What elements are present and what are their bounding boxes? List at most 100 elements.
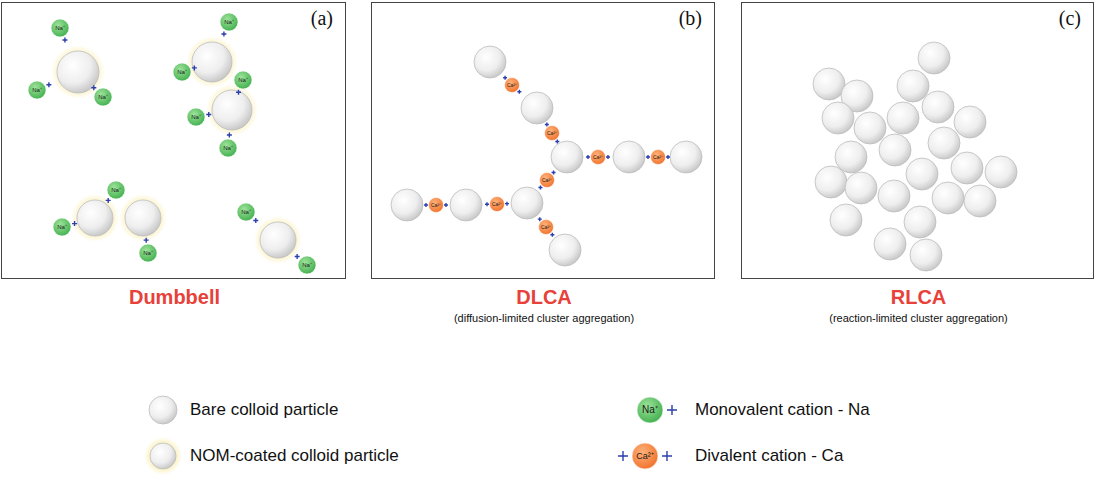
colloid-particle — [904, 206, 936, 238]
ion-symbol: Ca²⁺ — [541, 225, 551, 230]
ion-symbol: Na⁺ — [55, 25, 65, 31]
cation — [173, 63, 191, 81]
ion-symbol: Na⁺ — [143, 250, 153, 256]
legend-text: Bare colloid particle — [190, 400, 338, 420]
legend-text: Monovalent cation - Na — [695, 400, 870, 420]
charge-sign — [144, 238, 149, 243]
colloid-particle — [391, 189, 423, 221]
charge-sign — [503, 76, 507, 80]
panel-label: (b) — [679, 7, 702, 30]
colloid-particle — [830, 204, 862, 236]
legend-text: Divalent cation - Ca — [695, 446, 843, 466]
charge-sign — [550, 233, 554, 237]
cation — [28, 81, 46, 99]
cation — [505, 78, 520, 93]
charge-sign — [106, 198, 111, 203]
ion-symbol: Na⁺ — [57, 224, 67, 230]
charge-sign — [646, 155, 650, 159]
cation — [107, 181, 125, 199]
colloid-particle — [77, 200, 113, 236]
cation — [490, 197, 505, 212]
charge-sign — [62, 38, 67, 43]
colloid-particle — [815, 166, 847, 198]
charge-sign — [552, 170, 556, 174]
cation — [637, 397, 663, 423]
colloid-particle — [521, 92, 553, 124]
charge-sign — [424, 203, 428, 207]
charge-sign — [295, 254, 300, 259]
cation — [632, 443, 658, 469]
ion-symbol: Ca²⁺ — [547, 131, 557, 136]
panel-label: (a) — [311, 7, 333, 30]
panel-frame: (c)RLCA(reaction-limited cluster aggrega… — [741, 2, 1094, 279]
charge-sign — [538, 217, 542, 221]
colloid-particle — [150, 443, 176, 469]
charge-sign — [667, 405, 677, 415]
colloid-particle — [854, 112, 886, 144]
colloid-particle — [951, 152, 983, 184]
panel-subtitle: (reaction-limited cluster aggregation) — [829, 312, 1008, 324]
nom-coating — [254, 216, 302, 264]
cation — [234, 71, 252, 89]
charge-sign — [221, 31, 226, 36]
colloid-particle — [474, 46, 506, 78]
panel-frame: (a)Dumbbell — [1, 2, 346, 279]
colloid-particle — [551, 141, 583, 173]
charge-sign — [91, 85, 96, 90]
ion-symbol: Na⁺ — [177, 69, 187, 75]
colloid-particle — [878, 180, 910, 212]
charge-sign — [618, 451, 628, 461]
colloid-particle — [845, 172, 877, 204]
cation — [545, 126, 560, 141]
cation — [298, 256, 316, 274]
ion-symbol: Na⁺ — [642, 405, 658, 415]
legend-text: NOM-coated colloid particle — [190, 446, 399, 466]
panel-title: DLCA — [516, 286, 572, 309]
ion-symbol: Na⁺ — [241, 209, 251, 215]
panel-b-art — [391, 46, 702, 266]
nom-coating — [71, 194, 119, 242]
panel-label: (c) — [1059, 7, 1081, 30]
cation — [219, 139, 237, 157]
ion-symbol: Na⁺ — [302, 262, 312, 268]
ion-symbol: Ca²⁺ — [636, 452, 654, 461]
charge-sign — [545, 122, 549, 126]
cation — [187, 108, 205, 126]
colloid-particle — [822, 102, 854, 134]
panel-subtitle: (diffusion-limited cluster aggregation) — [454, 312, 634, 324]
colloid-particle — [212, 90, 252, 130]
ion-symbol: Ca²⁺ — [492, 202, 502, 207]
cation — [139, 244, 157, 262]
colloid-particle — [954, 106, 986, 138]
cation — [651, 150, 666, 165]
cation — [53, 218, 71, 236]
ion-symbol: Ca²⁺ — [431, 203, 441, 208]
cation — [429, 198, 444, 213]
colloid-particle — [260, 222, 296, 258]
panel-a-art — [28, 13, 316, 274]
ion-symbol: Na⁺ — [238, 77, 248, 83]
colloid-particle — [549, 234, 581, 266]
colloid-particle — [192, 42, 232, 82]
colloid-particle — [57, 51, 99, 93]
colloid-particle — [932, 182, 964, 214]
charge-sign — [538, 186, 542, 190]
panel-title: Dumbbell — [129, 286, 220, 309]
colloid-particle — [511, 187, 543, 219]
charge-sign — [485, 202, 489, 206]
cation — [237, 203, 255, 221]
charge-sign — [555, 139, 559, 143]
nom-coating — [144, 437, 182, 475]
colloid-particle — [906, 158, 938, 190]
charge-sign — [236, 90, 241, 95]
ion-symbol: Na⁺ — [111, 187, 121, 193]
colloid-particle — [964, 185, 996, 217]
colloid-particle — [450, 189, 482, 221]
panel-title: RLCA — [891, 286, 947, 309]
colloid-particle — [670, 141, 702, 173]
cation — [220, 13, 238, 31]
nom-coating — [186, 36, 238, 88]
ion-symbol: Ca²⁺ — [542, 178, 552, 183]
ion-symbol: Na⁺ — [32, 87, 42, 93]
